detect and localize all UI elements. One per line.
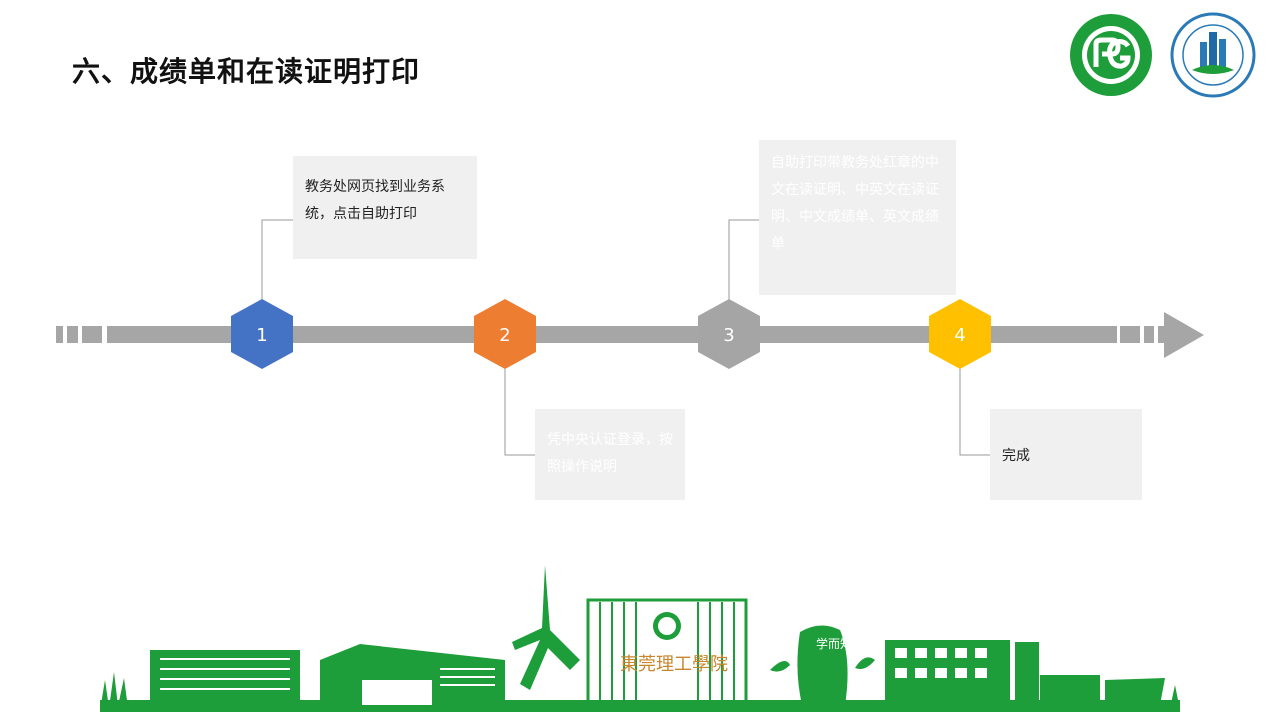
campus-school-name: 東莞理工學院	[620, 654, 728, 675]
step-1-number: 1	[256, 325, 267, 346]
school-logo-icon	[1170, 12, 1256, 98]
step-4-text: 完成	[1002, 448, 1030, 464]
page-title: 六、成绩单和在读证明打印	[72, 55, 421, 88]
step-1-hexagon: 1	[231, 299, 293, 369]
step-2-hexagon: 2	[474, 299, 536, 369]
connectors	[261, 219, 990, 456]
step-4-hexagon: 4	[929, 299, 991, 369]
timeline-bar	[56, 312, 1204, 358]
step-2-number: 2	[499, 325, 510, 346]
step-2-text: 凭中央认证登录，按照操作说明	[547, 432, 673, 475]
step-3-hexagon: 3	[698, 299, 760, 369]
step-4-box: 完成	[990, 409, 1142, 500]
step-2-box: 凭中央认证登录，按照操作说明	[535, 409, 685, 500]
step-1-box: 教务处网页找到业务系统，点击自助打印	[293, 156, 477, 259]
step-1-text: 教务处网页找到业务系统，点击自助打印	[305, 179, 445, 222]
step-4-number: 4	[954, 325, 965, 346]
step-3-text: 自助打印带教务处红章的中文在读证明、中英文在读证明、中文成绩单、英文成绩单	[771, 155, 939, 252]
campus-skyline-illustration: 東莞理工學院 学而知不足	[100, 565, 1180, 712]
dgut-logo-icon	[1070, 14, 1152, 96]
campus-motto: 学而知不足	[816, 636, 876, 651]
timeline: 1 2 3 4	[56, 219, 1204, 456]
step-3-box: 自助打印带教务处红章的中文在读证明、中英文在读证明、中文成绩单、英文成绩单	[759, 140, 956, 295]
step-3-number: 3	[723, 325, 734, 346]
